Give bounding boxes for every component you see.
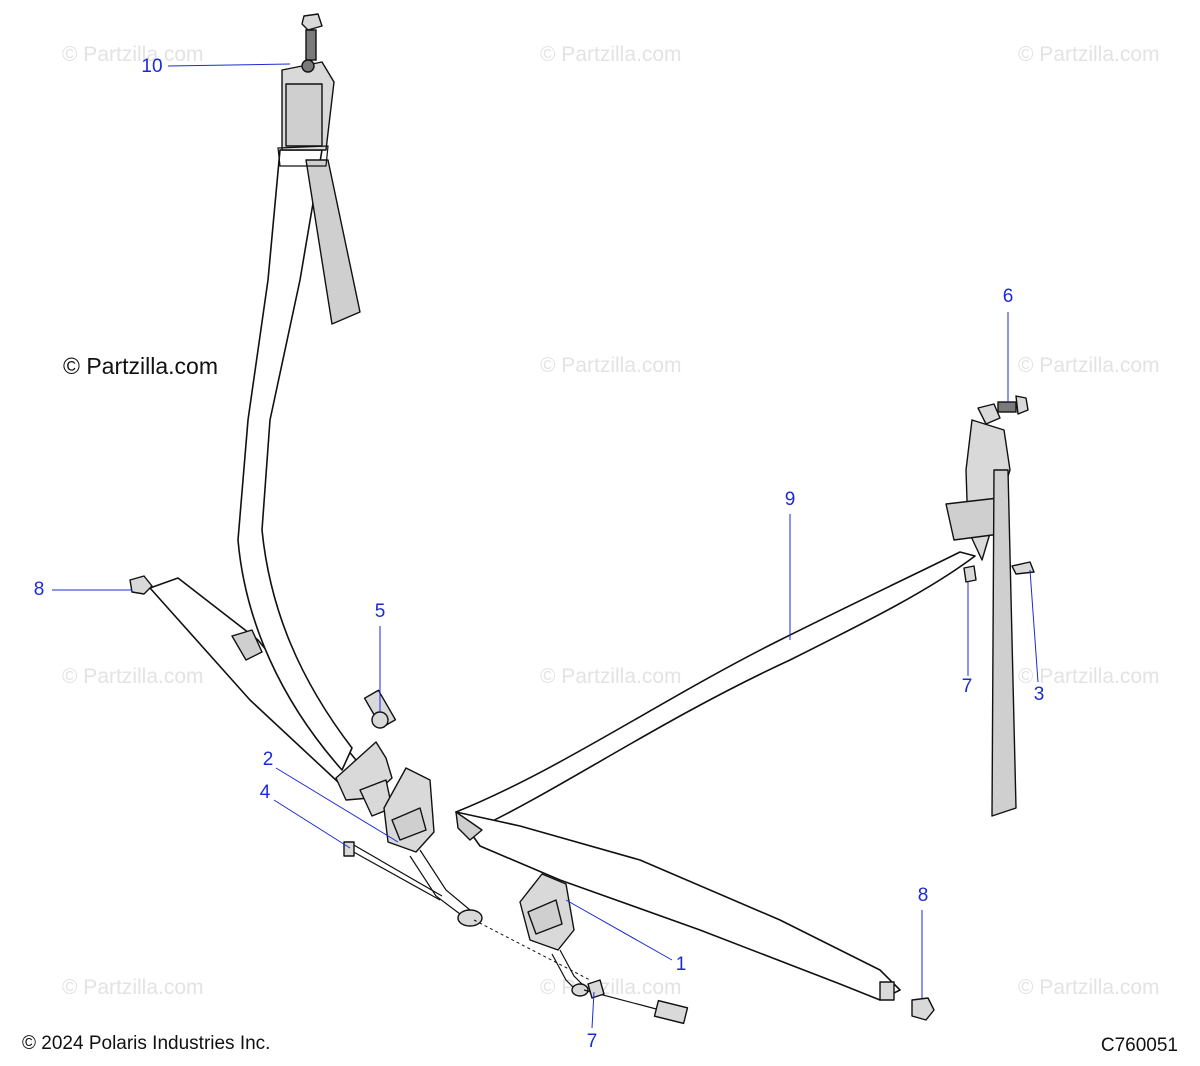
callout-4: 4 <box>259 782 271 803</box>
watermark: © Partzilla.com <box>62 976 204 999</box>
watermark: © Partzilla.com <box>1018 43 1160 66</box>
watermark: © Partzilla.com <box>540 665 682 688</box>
bolt-6 <box>997 401 1017 413</box>
watermark: © Partzilla.com <box>1018 665 1160 688</box>
bolt-4-head <box>343 841 355 857</box>
callout-8-left: 8 <box>33 579 45 600</box>
anchor-bolt <box>305 29 317 61</box>
left-lap-belt-fold <box>231 629 263 661</box>
buckle-eyelet <box>457 909 483 927</box>
diagram-code: C760051 <box>1100 1035 1178 1056</box>
leader-3 <box>1029 569 1039 683</box>
nut-8-right <box>911 997 935 1021</box>
callout-2: 2 <box>262 749 274 770</box>
leader-7-bottom <box>591 991 595 1029</box>
left-hanging-strap <box>305 159 361 325</box>
nut-8-left <box>129 575 153 595</box>
partzilla-watermark: © Partzilla.com <box>63 353 218 379</box>
anchor-nut <box>301 13 323 31</box>
callout-9: 9 <box>784 489 796 510</box>
callout-6: 6 <box>1002 286 1014 307</box>
watermark: © Partzilla.com <box>62 43 204 66</box>
watermark: © Partzilla.com <box>540 43 682 66</box>
callout-1: 1 <box>675 954 687 975</box>
nut-7-right <box>963 565 977 583</box>
top-anchor-plate <box>285 83 323 147</box>
right-lap-belt <box>455 551 976 833</box>
watermark: © Partzilla.com <box>62 665 204 688</box>
leader-10 <box>167 63 291 67</box>
watermark: © Partzilla.com <box>1018 354 1160 377</box>
leader-4 <box>273 799 351 849</box>
buckle-2 <box>383 767 435 853</box>
leader-2 <box>275 767 399 843</box>
leader-1 <box>565 899 673 961</box>
callout-7-bottom: 7 <box>586 1031 598 1052</box>
wire-connector <box>653 999 689 1025</box>
bolt-4-shaft <box>349 849 441 901</box>
nut-7-bottom <box>587 979 605 999</box>
copyright-notice: © 2024 Polaris Industries Inc. <box>22 1033 271 1054</box>
bolt-3 <box>1011 561 1035 575</box>
end-pin <box>879 981 895 1001</box>
left-shoulder-belt <box>237 149 353 771</box>
callout-10: 10 <box>141 56 163 77</box>
watermark: © Partzilla.com <box>540 354 682 377</box>
callout-8-right: 8 <box>917 885 929 906</box>
callout-5: 5 <box>374 601 386 622</box>
callout-3: 3 <box>1033 684 1045 705</box>
watermark: © Partzilla.com <box>1018 976 1160 999</box>
right-hanging-strap <box>991 469 1017 817</box>
callout-7-right: 7 <box>961 676 973 697</box>
